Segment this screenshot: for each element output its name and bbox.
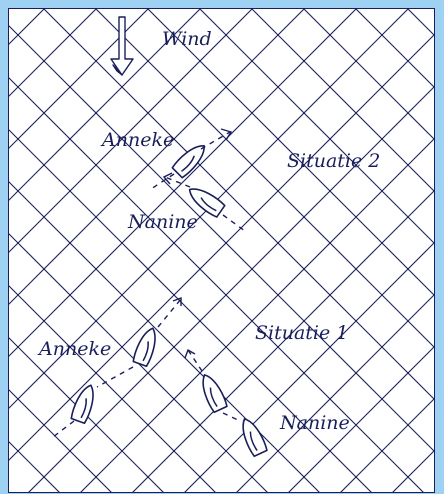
diagonal-grid: [9, 9, 435, 493]
grid-line: [9, 9, 435, 493]
grid-line: [9, 9, 435, 493]
anneke-arrow-situation-1: [173, 298, 181, 306]
wind-arrow: [111, 17, 133, 75]
grid-line: [356, 9, 435, 493]
situation-1-label: Situatie 1: [255, 322, 348, 344]
nanine-label-situation-2: Nanine: [127, 211, 198, 233]
grid-line: [9, 9, 304, 493]
grid-line: [9, 9, 165, 493]
anneke-wake-situation-2: [151, 174, 174, 189]
anneke-boat-situation-2: [172, 140, 210, 178]
grid-line: [9, 9, 200, 493]
anneke-label-situation-2: Anneke: [100, 129, 174, 151]
grid-paper: Wind Situatie 2 Anneke Nanine Situatie: [8, 8, 435, 493]
grid-line: [9, 9, 61, 493]
grid-line: [96, 9, 435, 493]
nanine-link-situation-1: [223, 413, 240, 421]
sailing-diagram: Wind Situatie 2 Anneke Nanine Situatie: [9, 9, 435, 493]
anneke-label-situation-1: Anneke: [37, 338, 111, 360]
grid-line: [9, 9, 321, 493]
anneke-course-situation-1: [158, 299, 181, 327]
nanine-wake-situation-2: [223, 215, 245, 231]
grid-line: [9, 9, 113, 493]
wind-label: Wind: [162, 28, 212, 50]
anneke-wake-situation-1: [53, 421, 74, 437]
nanine-label-situation-1: Nanine: [279, 412, 350, 434]
grid-line: [9, 9, 217, 493]
nanine-boat-situation-1-front: [197, 371, 228, 412]
anneke-course-situation-2: [201, 132, 230, 149]
anneke-boat-situation-1-front: [132, 325, 160, 366]
anneke-link-situation-1: [97, 367, 133, 387]
grid-line: [9, 9, 425, 493]
situation-2-label: Situatie 2: [287, 150, 380, 172]
